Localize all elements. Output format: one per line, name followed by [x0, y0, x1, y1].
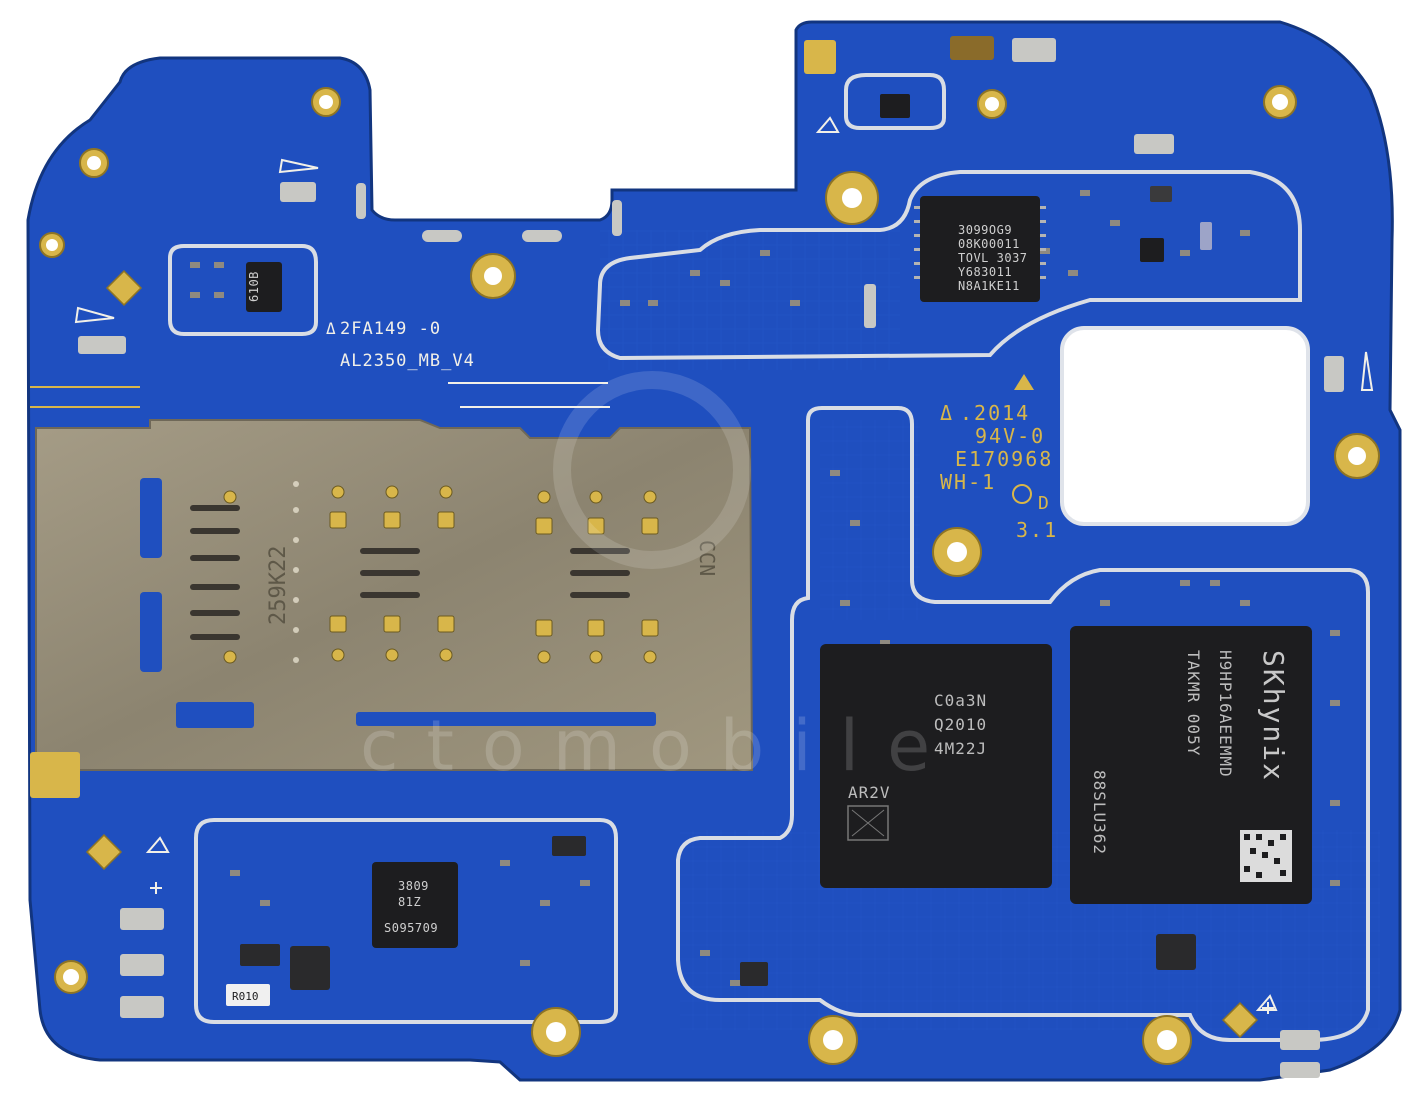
watermark-text: ctomobile: [360, 705, 958, 787]
silk-delta-2: Δ: [940, 401, 952, 425]
silk-maker-code: WH-1: [940, 470, 996, 494]
storage-chip: SKhynix H9HP16AEEMMD TAKMR 005Y 88SLU362: [1070, 626, 1312, 904]
test-pads: [85, 269, 1259, 1039]
smd-components: 610B: [30, 36, 1344, 1078]
ram-qr-icon: [847, 805, 889, 841]
board-cutout: [1060, 326, 1310, 526]
silk-board-name: AL2350_MB_V4: [340, 351, 475, 371]
sense-resistor-mark: R010: [232, 990, 259, 1003]
shield-fence-power: [194, 818, 618, 1024]
storage-line-2: TAKMR 005Y: [1184, 650, 1203, 756]
ram-chip: C0a3N Q2010 4M22J AR2V: [820, 644, 1052, 888]
charger-ic-line-3: S095709: [384, 921, 438, 935]
ul-d-mark: D: [1038, 493, 1049, 514]
silk-delta: Δ: [326, 319, 336, 338]
silk-version: 3.1: [1016, 518, 1058, 542]
charger-ic-line-2: 81Z: [398, 895, 421, 909]
shield-fence-mini: [844, 73, 946, 130]
shield-fence-top-right: [595, 170, 1302, 361]
power-ic-line-3: TOVL 3037: [958, 251, 1028, 265]
charger-ic-line-1: 3809: [398, 879, 429, 893]
small-ic-mark: 610B: [247, 271, 261, 302]
sim-tray-code: 259K22: [266, 546, 291, 625]
shield-fence-memory: [676, 406, 1370, 1042]
sim-card-tray: 259K22 CCN: [35, 419, 754, 771]
power-ic-line-5: N8A1KE11: [958, 279, 1020, 293]
storage-line-3: 88SLU362: [1090, 770, 1109, 855]
silk-flammability: 94V-0: [975, 424, 1045, 448]
ram-line-3: 4M22J: [934, 739, 987, 758]
registered-mark-icon: [1012, 484, 1032, 504]
ram-line-1: C0a3N: [934, 691, 987, 710]
storage-line-1: H9HP16AEEMMD: [1216, 650, 1235, 778]
sense-resistor: [226, 984, 270, 1006]
ram-line-2: Q2010: [934, 715, 987, 734]
power-ic-line-4: Y683011: [958, 265, 1012, 279]
silk-part-number: 2FA149 -0: [340, 319, 441, 339]
storage-brand: SKhynix: [1257, 650, 1290, 782]
silk-date-code: .2014: [960, 401, 1030, 425]
power-ic-line-1: 3099OG9: [958, 223, 1012, 237]
charger-ic: 3809 81Z S095709: [372, 862, 458, 948]
power-ic: 3099OG9 08K00011 TOVL 3037 Y683011 N8A1K…: [914, 196, 1046, 302]
silk-ul-file: E170968: [955, 447, 1053, 471]
ram-line-4: AR2V: [848, 783, 891, 802]
watermark-logo-icon: [553, 371, 751, 569]
sim-tray-mark: CCN: [695, 540, 719, 576]
power-ic-line-2: 08K00011: [958, 237, 1020, 251]
shield-fence-top-left: [168, 244, 318, 336]
